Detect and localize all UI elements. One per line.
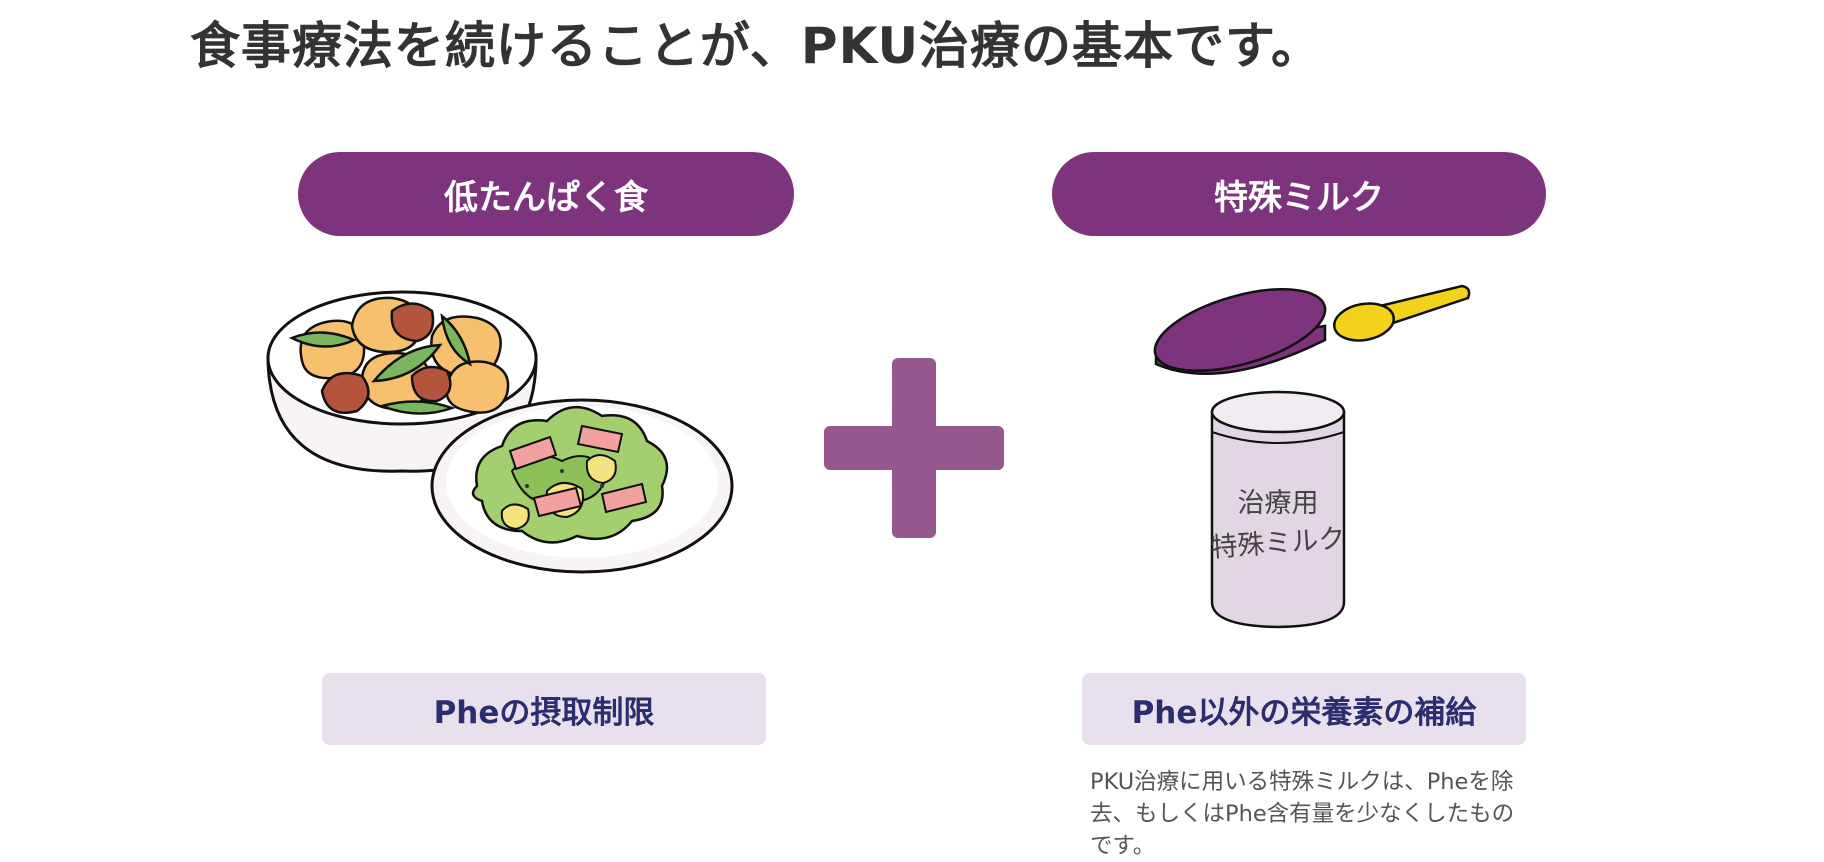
low-protein-diet-pill: 低たんぱく食 [298,152,794,236]
low-protein-diet-pill-label: 低たんぱく食 [444,177,648,218]
special-milk-pill: 特殊ミルク [1052,152,1546,236]
milk-can-illustration: 治療用 特殊ミルク [1153,284,1471,629]
nutrient-supplement-label: Phe以外の栄養素の補給 [1082,673,1526,745]
can-lid [1153,288,1327,376]
spoon [1333,284,1471,342]
can-body [1210,390,1346,629]
special-milk-pill-label: 特殊ミルク [1214,177,1384,218]
plus-icon [824,358,1004,538]
food-bowls-illustration [266,290,734,574]
special-milk-note: PKU治療に用いる特殊ミルクは、Pheを除去、もしくはPhe含有量を少なくしたも… [1090,769,1515,859]
phe-restriction-label: Pheの摂取制限 [322,673,766,745]
can-text-line1: 治療用 [1238,488,1319,519]
phe-restriction-label-text: Pheの摂取制限 [433,694,655,731]
nutrient-supplement-label-text: Phe以外の栄養素の補給 [1131,694,1477,731]
salad-plate [430,398,734,574]
page-title: 食事療法を続けることが、PKU治療の基本です。 [189,17,1323,75]
stew-bowl [266,290,538,473]
